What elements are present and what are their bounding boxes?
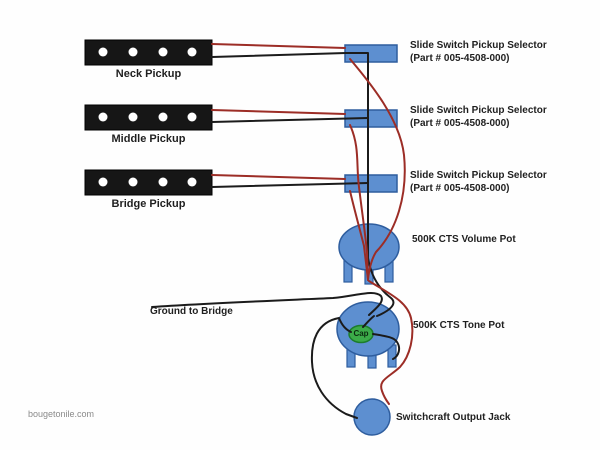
tone-pot-to-cap-wire <box>362 315 375 328</box>
volume-to-tone-wire <box>367 257 395 317</box>
bridge-lead-wire <box>211 174 346 180</box>
output-jack <box>353 398 391 436</box>
switch2-to-volume-wire <box>349 124 369 281</box>
switch-1-label: Slide Switch Pickup Selector (Part # 005… <box>410 39 547 65</box>
pole-dot <box>128 112 138 122</box>
pole-dot <box>158 177 168 187</box>
switch-1-label-part: (Part # 005-4508-000) <box>410 53 510 64</box>
switch-3-label-part: (Part # 005-4508-000) <box>410 183 510 194</box>
volume-pot-label: 500K CTS Volume Pot <box>412 234 516 245</box>
switch-2-label-part: (Part # 005-4508-000) <box>410 118 510 129</box>
cap-lead-wire <box>372 333 401 360</box>
pole-dot <box>98 47 108 57</box>
output-jack-label: Switchcraft Output Jack <box>396 412 511 423</box>
pole-dot <box>158 112 168 122</box>
pole-dot <box>128 177 138 187</box>
switch-1-label-title: Slide Switch Pickup Selector <box>410 40 547 51</box>
switch-2-label-title: Slide Switch Pickup Selector <box>410 105 547 116</box>
watermark: bougetonile.com <box>28 409 95 419</box>
pole-dot <box>187 47 197 57</box>
neck-lead-wire <box>211 43 346 49</box>
switch-3-label-title: Slide Switch Pickup Selector <box>410 170 547 181</box>
pole-dot <box>187 177 197 187</box>
bridge-pickup <box>84 169 213 196</box>
middle-hot-wire <box>211 117 369 123</box>
ground-to-bridge-wire <box>151 292 383 316</box>
pole-dot <box>187 112 197 122</box>
middle-pickup-label: Middle Pickup <box>111 133 186 145</box>
pole-dot <box>158 47 168 57</box>
neck-pickup-label: Neck Pickup <box>115 68 182 80</box>
neck-pickup <box>84 39 213 66</box>
pole-dot <box>128 47 138 57</box>
switch1-to-volume-wire <box>349 58 406 281</box>
middle-lead-wire <box>211 109 346 115</box>
bridge-pickup-label: Bridge Pickup <box>111 198 186 210</box>
bridge-hot-wire <box>211 182 369 188</box>
pole-dot <box>98 112 108 122</box>
cap-label: Cap <box>353 329 369 338</box>
neck-hot-and-bus-wire <box>211 52 369 261</box>
volume-to-jack-hot-wire <box>368 280 414 405</box>
pole-dot <box>98 177 108 187</box>
ground-to-bridge-label: Ground to Bridge <box>150 306 233 317</box>
switch-2-label: Slide Switch Pickup Selector (Part # 005… <box>410 104 547 130</box>
switch3-to-volume-wire <box>349 190 369 281</box>
tone-to-jack-ground-wire <box>310 317 358 419</box>
switch-3-label: Slide Switch Pickup Selector (Part # 005… <box>410 169 547 195</box>
middle-pickup <box>84 104 213 131</box>
tone-pot-label: 500K CTS Tone Pot <box>413 320 505 331</box>
